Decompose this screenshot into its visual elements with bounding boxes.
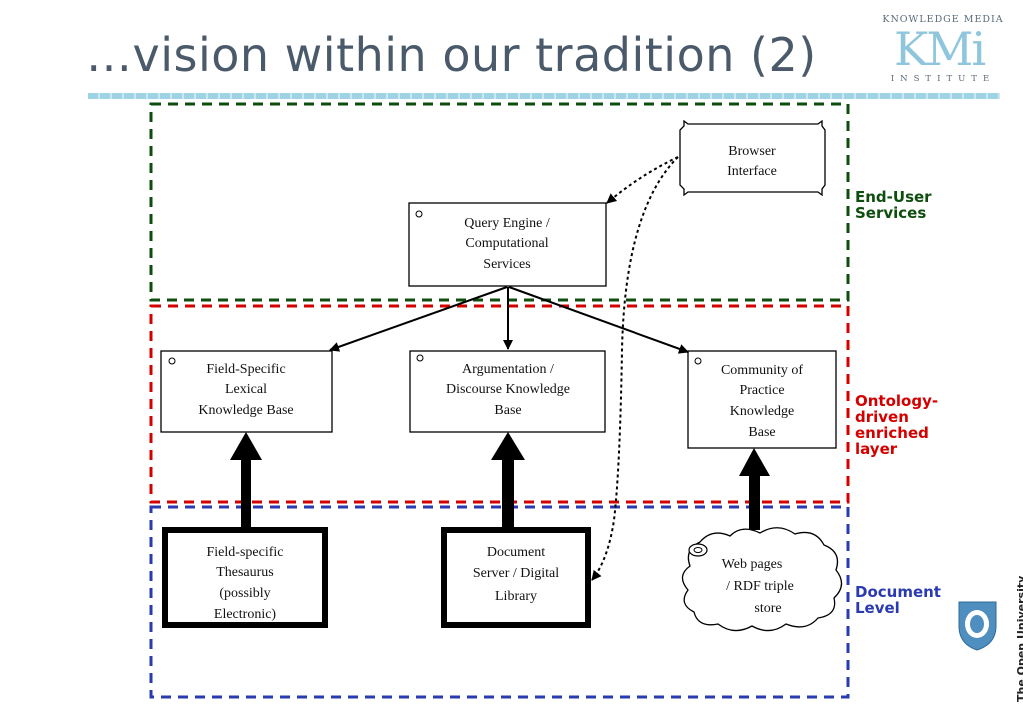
layer-label-document: Document Level	[855, 584, 941, 616]
node-label-line: Base	[748, 425, 775, 440]
node-label-line: Thesaurus	[216, 565, 274, 580]
node-label-line: (possibly	[219, 586, 270, 601]
node-label-line: Services	[483, 257, 530, 272]
node-label-line: Knowledge Base	[198, 403, 293, 418]
web-pages-cloud-node: Web pages / RDF triple store	[681, 527, 843, 632]
layer-label-line: Ontology-	[855, 392, 939, 410]
browser-interface-node: Browser Interface	[679, 119, 826, 197]
node-label-line: Base	[494, 403, 521, 418]
edge-query-to-field-kb	[329, 286, 508, 352]
document-server-node: Document Server / Digital Library	[441, 527, 591, 628]
edge-browser-to-query-engine	[606, 156, 679, 204]
edge-document-server-to-argumentation-kb	[491, 432, 525, 530]
node-label-line: Knowledge	[730, 404, 795, 419]
node-label-line: Lexical	[225, 382, 267, 397]
layer-label-line: Document	[855, 583, 941, 601]
open-university-text: The Open University	[1015, 575, 1023, 702]
node-label-line: Field-Specific	[206, 362, 285, 377]
node-label-line: Query Engine /	[464, 216, 550, 231]
layer-label-line: enriched	[855, 424, 929, 442]
document-layer-region	[149, 505, 850, 699]
node-label-line: / RDF triple	[726, 579, 794, 594]
edge-query-to-community-kb	[508, 286, 689, 354]
node-label-line: Server / Digital	[473, 566, 559, 581]
open-university-shield-icon	[958, 601, 997, 651]
layer-label-line: Services	[855, 204, 927, 222]
node-label-line: Community of	[721, 363, 803, 378]
layer-label-line: layer	[855, 440, 898, 458]
layer-label-line: driven	[855, 408, 909, 426]
field-specific-kb-node: Field-Specific Lexical Knowledge Base	[160, 350, 333, 433]
node-label-line: Web pages	[722, 557, 783, 572]
title-rule	[88, 93, 1000, 99]
layer-label-line: Level	[855, 599, 900, 617]
edge-browser-to-document-server	[591, 156, 679, 581]
layer-label-end-user: End-User Services	[855, 189, 932, 221]
end-user-layer-region	[149, 102, 850, 302]
node-label-line: Library	[495, 589, 537, 604]
ontology-layer-region	[149, 304, 850, 504]
node-label-line: Computational	[465, 236, 548, 251]
edge-web-pages-to-community-kb	[739, 448, 770, 530]
node-label-line: Interface	[727, 164, 777, 179]
thesaurus-node: Field-specific Thesaurus (possibly Elect…	[162, 527, 328, 628]
layer-label-ontology: Ontology- driven enriched layer	[855, 393, 938, 457]
node-label-line: store	[754, 601, 781, 616]
node-label-line: Browser	[728, 144, 776, 159]
community-kb-node: Community of Practice Knowledge Base	[687, 350, 837, 449]
kmi-logo-mark: KMi	[894, 22, 986, 76]
kmi-logo-bottom-text: INSTITUTE	[890, 74, 996, 84]
slide-title: …vision within our tradition (2)	[86, 28, 817, 82]
node-label-line: Document	[487, 545, 545, 560]
node-label-line: Practice	[739, 383, 784, 398]
open-university-wordmark: The Open University	[1003, 576, 1023, 704]
node-label-line: Field-specific	[207, 545, 284, 560]
argumentation-kb-node: Argumentation / Discourse Knowledge Base	[409, 350, 606, 433]
kmi-logo: KNOWLEDGE MEDIA KMi INSTITUTE	[880, 14, 1006, 84]
edge-thesaurus-to-field-kb	[230, 432, 262, 530]
kmi-logo-top-text: KNOWLEDGE MEDIA	[882, 14, 1004, 25]
node-label-line: Argumentation /	[462, 362, 554, 377]
node-label-line: Electronic)	[214, 607, 277, 622]
query-engine-node: Query Engine / Computational Services	[408, 202, 607, 287]
node-label-line: Discourse Knowledge	[446, 382, 570, 397]
layer-label-line: End-User	[855, 188, 932, 206]
